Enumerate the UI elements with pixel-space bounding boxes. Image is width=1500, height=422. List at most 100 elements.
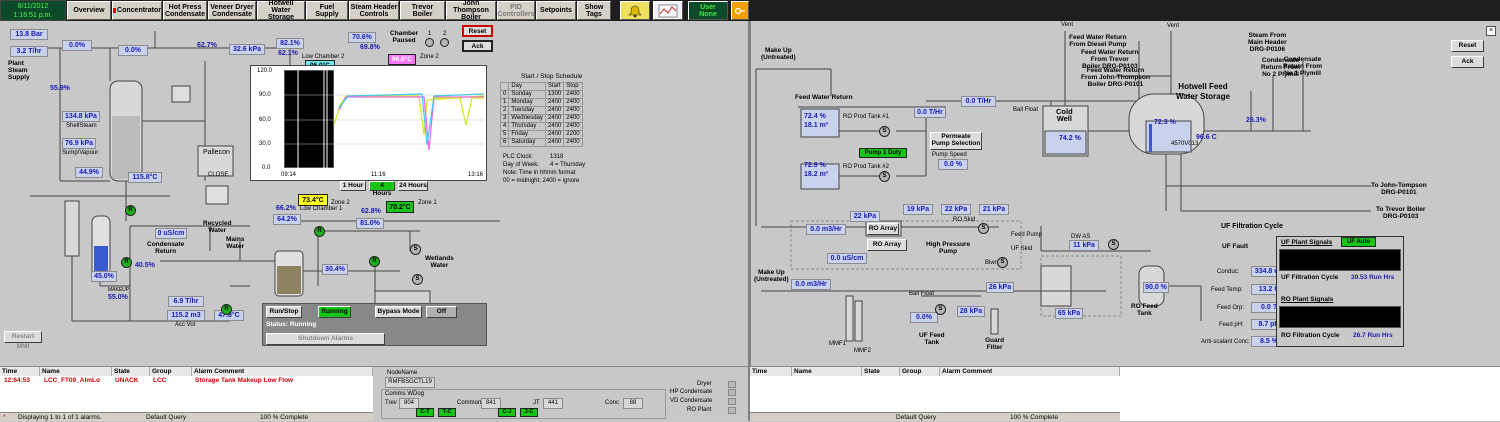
alarm-col-time[interactable]: Time [0, 367, 40, 376]
pump-icon[interactable]: S [410, 244, 421, 255]
ack-button[interactable]: Ack [462, 40, 493, 52]
ro-array-button-2[interactable]: RO Array [867, 239, 907, 251]
node-name-value: RMFBSGCTL19 [385, 377, 435, 388]
alarm-col-name[interactable]: Name [40, 367, 112, 376]
pump-icon[interactable]: R [221, 304, 232, 315]
restart-mmi-button[interactable]: Restart MMI [4, 331, 42, 350]
sched-cell[interactable]: 2400 [544, 138, 565, 147]
nav-hotwell-water-storage[interactable]: Hotwell Water Storage [257, 0, 305, 21]
alarm-bell-icon[interactable] [620, 1, 650, 20]
kpa-21: 21 kPa [979, 204, 1009, 215]
pump-icon[interactable]: S [978, 223, 989, 234]
sched-cell[interactable]: 2400 [544, 114, 565, 123]
permeate-pump-selection-button[interactable]: Permeate Pump Selection [930, 132, 982, 150]
sched-cell: Friday [508, 130, 546, 139]
pump-icon[interactable]: S [997, 257, 1008, 268]
ro-skid-label: RO Skid [953, 217, 976, 223]
running-indicator-button[interactable]: Running [318, 306, 351, 318]
trend-24-hours-button[interactable]: 24 Hours [398, 181, 428, 191]
pump-icon[interactable]: S [879, 126, 890, 137]
right-reset-button[interactable]: Reset [1451, 40, 1484, 52]
ralarm-col-group[interactable]: Group [900, 367, 940, 376]
pct-64-2: 64.2% [273, 214, 301, 225]
pump-icon[interactable]: S [1108, 239, 1119, 250]
nav-steam-header-controls[interactable]: Steam Header Controls [349, 1, 399, 20]
nav-setpoints[interactable]: Setpoints [536, 1, 576, 20]
pct-30-4: 30.4% [322, 264, 348, 275]
pump-icon[interactable]: S [935, 304, 946, 315]
key-icon[interactable] [731, 1, 749, 20]
temp-70-2: 70.2°C [386, 201, 414, 213]
ro-array-button-1[interactable]: RO Array [867, 223, 899, 235]
sched-cell[interactable]: 2400 [544, 130, 565, 139]
close-icon[interactable]: × [1486, 26, 1496, 36]
pct-69-8: 69.8% [360, 44, 380, 51]
note1: Note: Time in hhmm format [503, 170, 576, 176]
nav-fuel-supply[interactable]: Fuel Supply [306, 1, 348, 20]
alarm-col-state[interactable]: State [112, 367, 150, 376]
trend-chart-icon[interactable] [653, 1, 683, 20]
trend-1-hour-button[interactable]: 1 Hour [340, 181, 366, 191]
kpa-value: 32.6 kPa [229, 44, 265, 55]
ralarm-col-comment[interactable]: Alarm Comment [940, 367, 1120, 376]
pct-82-1: 82.1% [276, 38, 304, 49]
condensate-return-no1-label: Condensate Return From No 1 Plymill [1283, 56, 1322, 77]
alarm-row[interactable]: 12:64:53 LCC_FT09_AlmLo UNACK LCC Storag… [0, 377, 373, 385]
sched-cell[interactable]: 2400 [563, 98, 583, 107]
feed-ph-label: Feed pH: [1219, 322, 1244, 328]
sched-cell[interactable]: 2200 [563, 130, 583, 139]
nav-show-tags[interactable]: Show Tags [577, 1, 611, 20]
pump-icon[interactable]: R [369, 256, 380, 267]
ralarm-col-name[interactable]: Name [792, 367, 862, 376]
shutdown-alarms-button[interactable]: Shutdown Alarms [266, 333, 385, 345]
sched-cell[interactable]: 2400 [563, 122, 583, 131]
sched-cell[interactable]: 1300 [544, 90, 565, 99]
ralarm-col-state[interactable]: State [862, 367, 900, 376]
ball-float-label: Ball Float [1013, 107, 1039, 113]
vd-condensate-label: VD Condensate [670, 398, 713, 404]
alarm-col-group[interactable]: Group [150, 367, 192, 376]
ro-conductivity: 0.0 uS/cm [827, 253, 867, 264]
alarm-col-comment[interactable]: Alarm Comment [192, 367, 373, 376]
dryer-indicator [728, 381, 736, 388]
ralarm-col-time[interactable]: Time [750, 367, 792, 376]
pump-icon[interactable]: R [121, 257, 132, 268]
sched-cell[interactable]: 2400 [563, 138, 583, 147]
run-stop-button[interactable]: Run/Stop [266, 306, 302, 318]
nav-trevor-boiler[interactable]: Trevor Boiler [400, 1, 445, 20]
trend-4-hours-button[interactable]: 4 Hours [369, 181, 395, 197]
bypass-off-button[interactable]: Off [426, 306, 457, 318]
low-chamber-1-label: Low Chamber 1 [300, 206, 343, 212]
nav-pid-controllers[interactable]: PID Controllers [497, 1, 535, 20]
sched-cell[interactable]: 2400 [563, 90, 583, 99]
tank2-pct: 72.9 % [804, 162, 826, 169]
pct-62-1: 62.1% [278, 50, 298, 57]
nav-john-thompson-boiler[interactable]: John Thompson Boiler [446, 0, 496, 21]
sched-cell[interactable]: 2400 [544, 106, 565, 115]
pump-icon[interactable]: R [125, 205, 136, 216]
reset-button[interactable]: Reset [462, 25, 493, 37]
pump-icon[interactable]: R [314, 226, 325, 237]
ralarm-query-text: Default Query [896, 414, 937, 421]
nav-veneer-dryer-condensate[interactable]: Veneer Dryer Condensate [208, 1, 256, 20]
acc-volume: 115.2 m3 [167, 310, 205, 321]
kpa-22-b: 22 kPa [941, 204, 971, 215]
pump-icon[interactable]: S [412, 274, 423, 285]
magenta-temp: 96.0°C [388, 54, 416, 65]
sched-cell[interactable]: 2400 [544, 122, 565, 131]
sched-cell[interactable]: 2400 [544, 98, 565, 107]
ro-feed-pct: 90.0 % [1143, 282, 1169, 293]
sched-cell[interactable]: 2400 [563, 114, 583, 123]
alarm-grid: Time Name State Group Alarm Comment 12:6… [0, 366, 373, 421]
pump-icon[interactable]: S [879, 171, 890, 182]
bypass-mode-button[interactable]: Bypass Mode [375, 306, 422, 318]
condensate-return-label: Condensate Return [147, 241, 185, 255]
nav-concentrator[interactable]: Concentrator [112, 1, 162, 20]
nav-overview[interactable]: Overview [67, 1, 111, 20]
right-ack-button[interactable]: Ack [1451, 56, 1484, 68]
nav-hot-press-condensate[interactable]: Hot Press Condensate [163, 1, 207, 20]
alarm-star-icon: * [3, 414, 6, 421]
blower-label: Blwr [985, 260, 997, 266]
sched-cell[interactable]: 2400 [563, 106, 583, 115]
